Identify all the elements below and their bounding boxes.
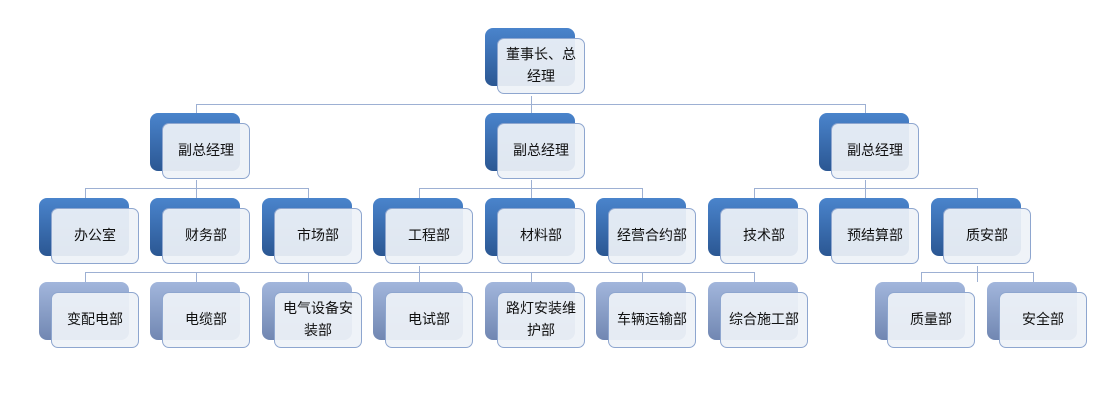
node-label: 路灯安装维护部	[497, 292, 585, 348]
node-subdept[interactable]: 电缆部	[150, 282, 252, 350]
connector	[531, 272, 532, 282]
node-subdept[interactable]: 质量部	[875, 282, 977, 350]
node-label: 预结算部	[831, 208, 919, 264]
node-dept[interactable]: 预结算部	[819, 198, 921, 266]
node-label: 安全部	[999, 292, 1087, 348]
node-dept[interactable]: 材料部	[485, 198, 587, 266]
connector	[85, 188, 86, 198]
node-subdept[interactable]: 变配电部	[39, 282, 141, 350]
connector	[85, 272, 755, 273]
node-root[interactable]: 董事长、总经理	[485, 28, 587, 96]
connector	[921, 272, 1034, 273]
node-label: 办公室	[51, 208, 139, 264]
node-label: 变配电部	[51, 292, 139, 348]
connector	[642, 272, 643, 282]
node-label: 车辆运输部	[608, 292, 696, 348]
connector	[196, 180, 197, 198]
connector	[1033, 272, 1034, 282]
connector	[196, 104, 866, 105]
connector	[308, 188, 309, 198]
node-dept[interactable]: 质安部	[931, 198, 1033, 266]
connector	[754, 188, 978, 189]
node-label: 副总经理	[162, 123, 250, 179]
node-label: 财务部	[162, 208, 250, 264]
node-label: 质安部	[943, 208, 1031, 264]
connector	[754, 272, 755, 282]
node-dept[interactable]: 经营合约部	[596, 198, 698, 266]
connector	[977, 188, 978, 198]
node-label: 副总经理	[497, 123, 585, 179]
node-dept[interactable]: 市场部	[262, 198, 364, 266]
node-label: 电试部	[385, 292, 473, 348]
node-label: 电气设备安装部	[274, 292, 362, 348]
node-label: 董事长、总经理	[497, 38, 585, 94]
node-label: 副总经理	[831, 123, 919, 179]
node-subdept[interactable]: 综合施工部	[708, 282, 810, 350]
node-subdept[interactable]: 路灯安装维护部	[485, 282, 587, 350]
node-subdept[interactable]: 车辆运输部	[596, 282, 698, 350]
connector	[531, 180, 532, 198]
node-dept[interactable]: 技术部	[708, 198, 810, 266]
connector	[419, 188, 643, 189]
connector	[308, 272, 309, 282]
node-label: 经营合约部	[608, 208, 696, 264]
node-label: 市场部	[274, 208, 362, 264]
node-dept[interactable]: 办公室	[39, 198, 141, 266]
node-label: 综合施工部	[720, 292, 808, 348]
node-label: 工程部	[385, 208, 473, 264]
connector	[977, 266, 978, 282]
node-subdept[interactable]: 电试部	[373, 282, 475, 350]
connector	[196, 104, 197, 113]
connector	[196, 272, 197, 282]
connector	[754, 188, 755, 198]
connector	[865, 180, 866, 198]
connector	[921, 272, 922, 282]
node-vp[interactable]: 副总经理	[150, 113, 252, 181]
node-vp[interactable]: 副总经理	[485, 113, 587, 181]
connector	[85, 272, 86, 282]
connector	[419, 266, 420, 282]
node-subdept[interactable]: 安全部	[987, 282, 1089, 350]
node-label: 质量部	[887, 292, 975, 348]
node-dept[interactable]: 工程部	[373, 198, 475, 266]
node-subdept[interactable]: 电气设备安装部	[262, 282, 364, 350]
node-vp[interactable]: 副总经理	[819, 113, 921, 181]
node-label: 材料部	[497, 208, 585, 264]
connector	[85, 188, 309, 189]
connector	[865, 104, 866, 113]
connector	[419, 188, 420, 198]
node-dept[interactable]: 财务部	[150, 198, 252, 266]
node-label: 技术部	[720, 208, 808, 264]
node-label: 电缆部	[162, 292, 250, 348]
connector	[642, 188, 643, 198]
